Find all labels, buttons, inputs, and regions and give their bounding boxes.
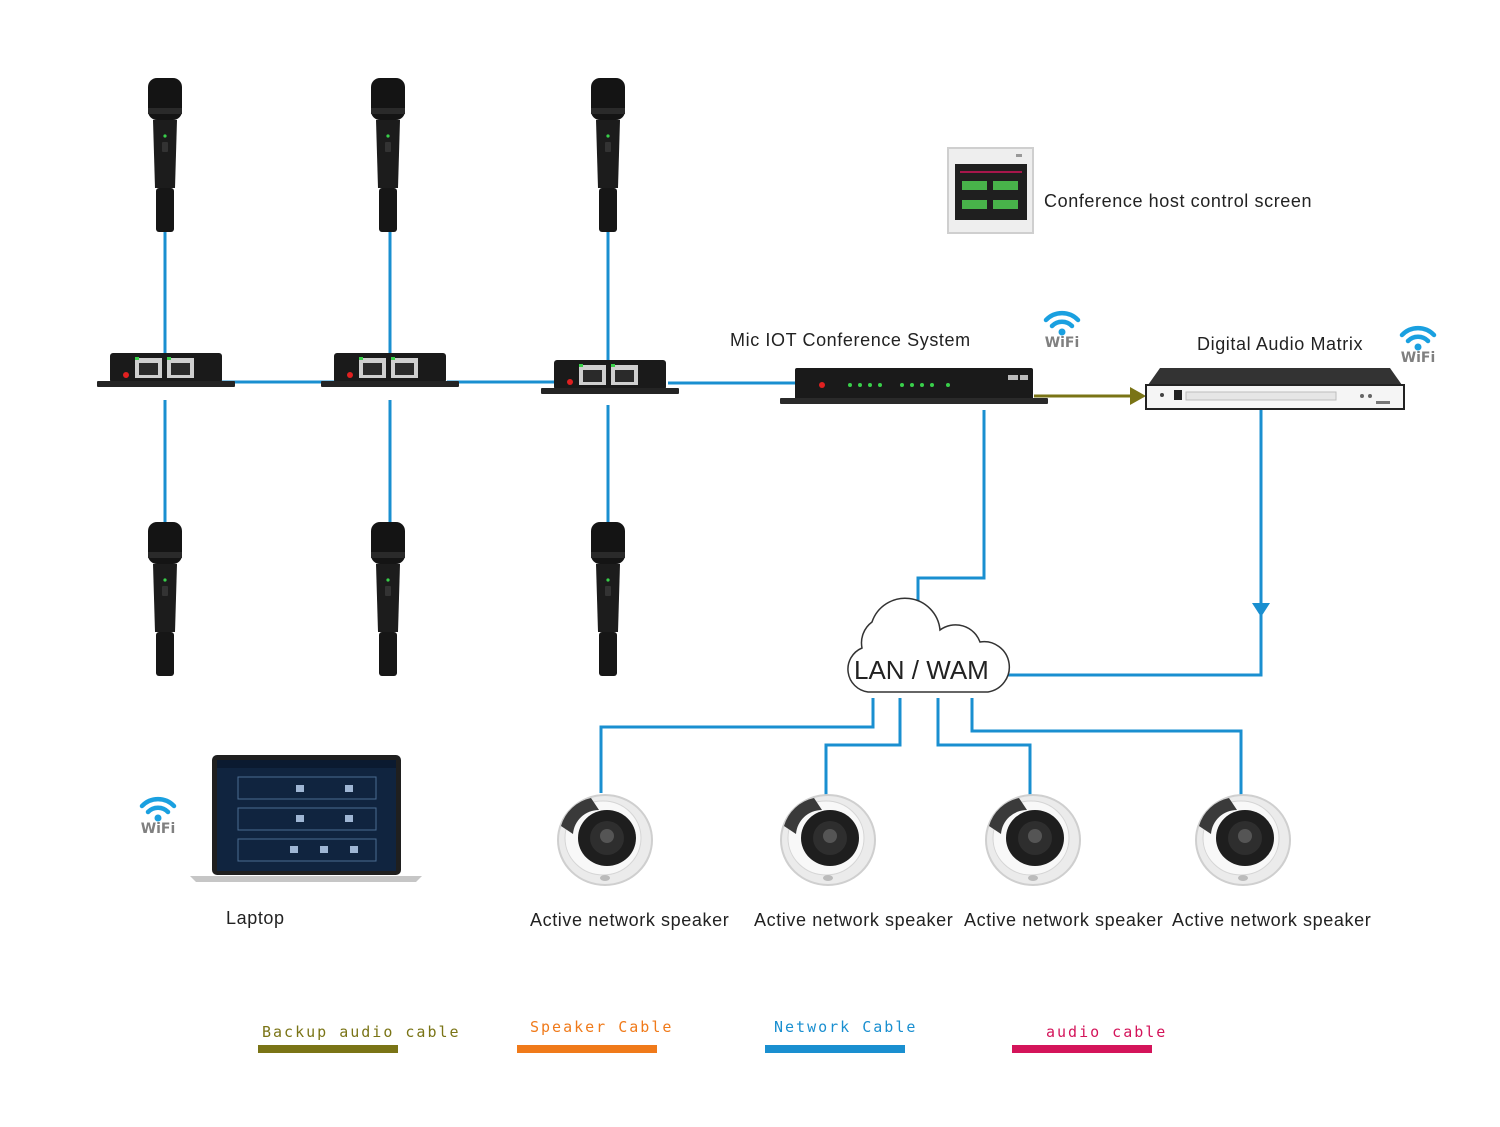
microphone	[148, 522, 182, 676]
wifi-icon	[139, 796, 177, 822]
microphone	[591, 522, 625, 676]
wifi-badge: WiFi	[135, 796, 181, 840]
network-switch	[541, 360, 679, 394]
network-speaker	[557, 794, 653, 886]
legend-label-network: Network Cable	[774, 1018, 918, 1036]
network-speaker	[780, 794, 876, 886]
speaker-label: Active network speaker	[754, 910, 954, 930]
laptop-label: Laptop	[226, 908, 285, 928]
microphone	[591, 78, 625, 232]
legend-swatch-audio	[1012, 1045, 1152, 1053]
network-cables	[163, 230, 1263, 797]
laptop-device	[190, 755, 422, 882]
mic-iot-label: Mic IOT Conference System	[730, 330, 971, 350]
wifi-badge: WiFi	[1395, 325, 1441, 369]
wifi-icon	[1043, 310, 1081, 336]
microphone	[148, 78, 182, 232]
legend-label-backup-audio: Backup audio cable	[262, 1023, 461, 1041]
audio-matrix-unit	[1145, 368, 1405, 410]
arrow-down	[1252, 603, 1270, 617]
legend-swatch-speaker	[517, 1045, 657, 1053]
legend-label-speaker: Speaker Cable	[530, 1018, 674, 1036]
speaker-label: Active network speaker	[964, 910, 1164, 930]
microphone	[371, 522, 405, 676]
speaker-label: Active network speaker	[1172, 910, 1372, 930]
control-screen-device	[947, 147, 1034, 234]
cloud-label: LAN / WAM	[854, 655, 989, 685]
wifi-icon	[1399, 325, 1437, 351]
lan-cloud	[847, 597, 1010, 693]
network-switch	[97, 353, 235, 387]
control-screen-label: Conference host control screen	[1044, 191, 1313, 211]
microphone	[371, 78, 405, 232]
legend-label-audio: audio cable	[1046, 1023, 1168, 1041]
wifi-badge: WiFi	[1039, 310, 1085, 354]
legend-swatch-network	[765, 1045, 905, 1053]
network-speaker	[985, 794, 1081, 886]
legend-swatch-backup-audio	[258, 1045, 398, 1053]
speaker-label: Active network speaker	[530, 910, 730, 930]
matrix-label: Digital Audio Matrix	[1197, 334, 1364, 354]
mic-iot-unit	[780, 368, 1048, 404]
network-speaker	[1195, 794, 1291, 886]
arrow-right	[1130, 387, 1146, 405]
network-switch	[321, 353, 459, 387]
